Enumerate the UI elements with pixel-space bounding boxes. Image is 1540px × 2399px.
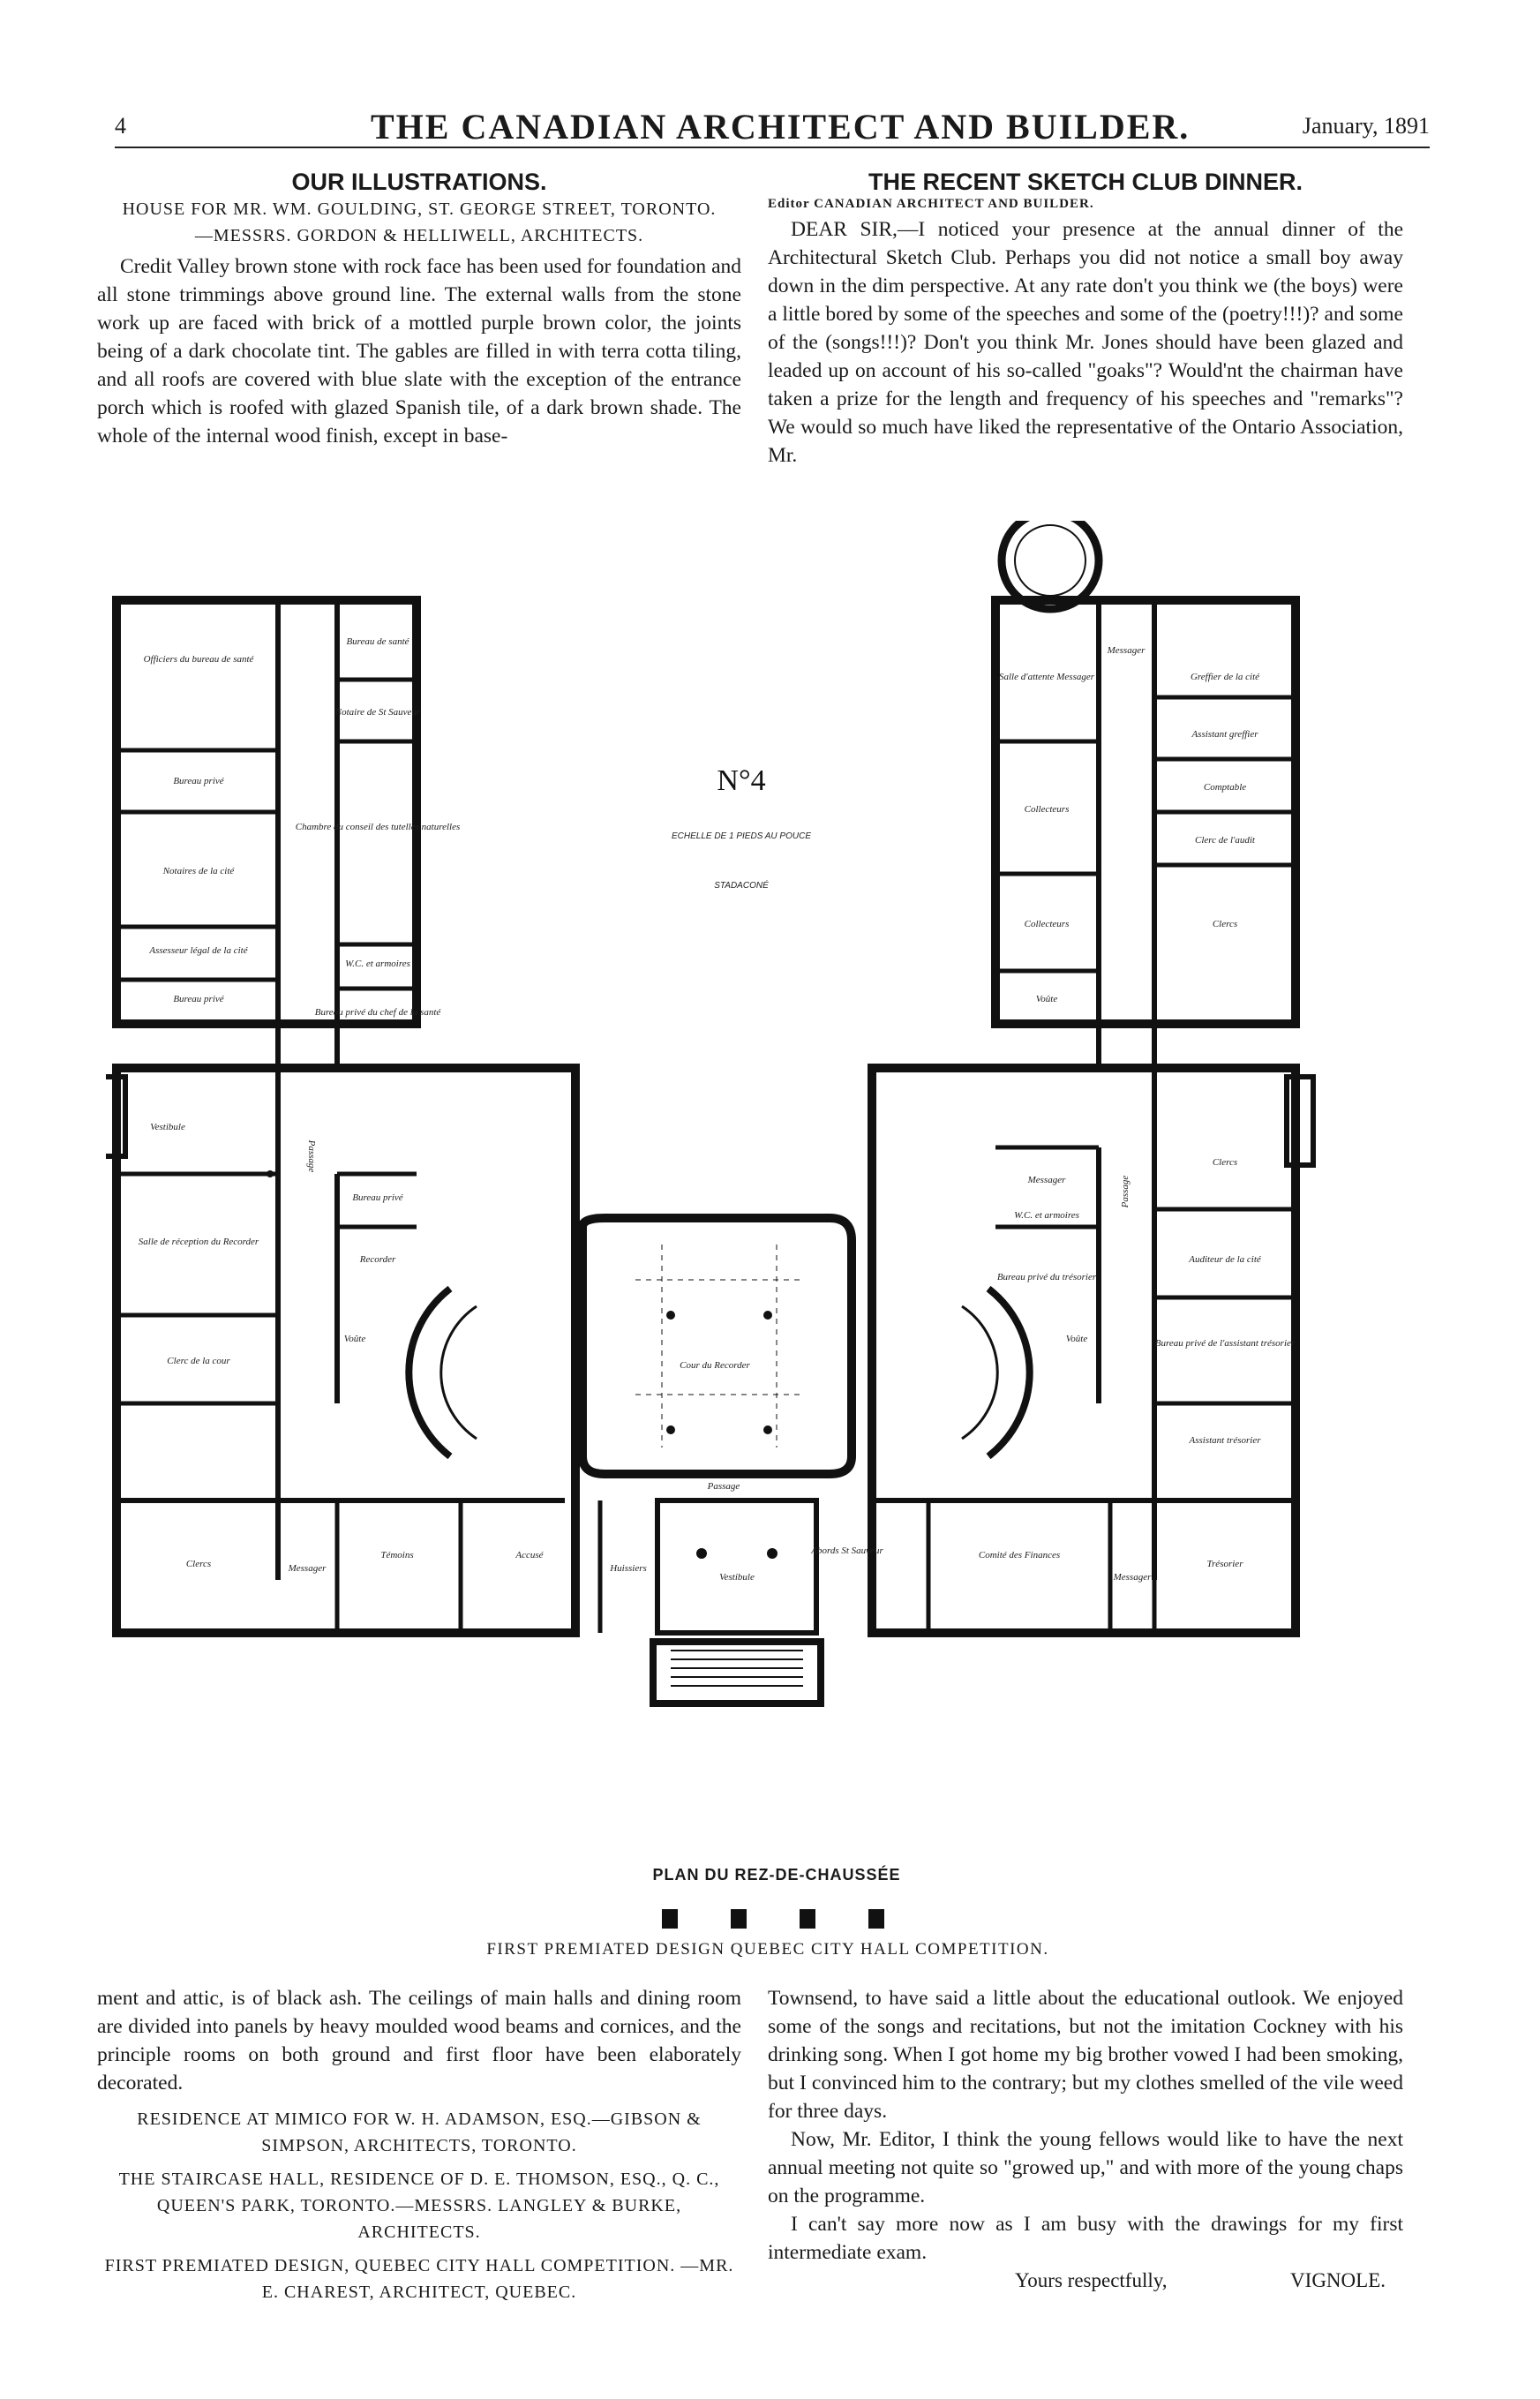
room-label: Bureau privé du trésorier xyxy=(997,1272,1097,1282)
room-label: Vestibule xyxy=(150,1122,185,1132)
section-heading: OUR ILLUSTRATIONS. xyxy=(291,169,547,195)
figure-caption: FIRST PREMIATED DESIGN QUEBEC CITY HALL … xyxy=(486,1940,1049,1959)
room-label: Messager xyxy=(1027,1175,1066,1185)
letter-paragraph: DEAR SIR,—I noticed your presence at the… xyxy=(768,218,1403,467)
room-label: W.C. et armoires xyxy=(345,959,410,969)
room-label: Messager xyxy=(288,1563,327,1574)
room-label: Bureau privé xyxy=(173,776,224,786)
letter-continued: Townsend, to have said a little about th… xyxy=(768,1984,1403,2295)
room-label: Vestibule xyxy=(719,1572,755,1583)
plan-caption: PLAN DU REZ-DE-CHAUSSÉE xyxy=(652,1866,901,1884)
room-label: Clercs xyxy=(1213,1157,1237,1168)
ornament-row xyxy=(662,1909,891,1929)
sketch-club-letter: THE RECENT SKETCH CLUB DINNER. Editor CA… xyxy=(768,168,1403,470)
signature-name: VIGNOLE. xyxy=(1290,2269,1386,2291)
illustration-subhead-architects: —MESSRS. GORDON & HELLIWELL, ARCHITECTS. xyxy=(194,226,644,245)
room-label: Notaire de St Sauveur xyxy=(334,707,421,718)
room-label: Passage xyxy=(707,1481,740,1492)
room-label: Chambre du conseil des tutelles naturell… xyxy=(296,822,460,832)
illustration-item: THE STAIRCASE HALL, RESIDENCE OF D. E. T… xyxy=(118,2170,720,2242)
room-label: Abords St Sauveur xyxy=(810,1545,883,1556)
room-label: Cour du Recorder xyxy=(680,1360,750,1371)
room-label: Auditeur de la cité xyxy=(1188,1254,1262,1265)
room-label: Voûte xyxy=(344,1334,366,1344)
our-illustrations-section: OUR ILLUSTRATIONS. HOUSE FOR MR. WM. GOU… xyxy=(97,168,741,450)
journal-title: THE CANADIAN ARCHITECT AND BUILDER. xyxy=(371,107,1191,147)
room-label: Passage xyxy=(1120,1176,1131,1209)
room-label: Clerc de la cour xyxy=(167,1356,230,1366)
room-label: Assistant trésorier xyxy=(1189,1435,1262,1446)
room-label: Assesseur légal de la cité xyxy=(148,945,248,956)
room-label: Greffier de la cité xyxy=(1191,672,1260,682)
room-label: Témoins xyxy=(380,1550,413,1560)
room-label: Messager xyxy=(1113,1572,1152,1583)
ornament-mark xyxy=(731,1909,747,1929)
room-label: Clerc de l'audit xyxy=(1195,835,1256,846)
letter-signoff: Yours respectfully, VIGNOLE. xyxy=(768,2267,1403,2295)
room-label: Salle de réception du Recorder xyxy=(139,1237,259,1247)
running-header: 4 THE CANADIAN ARCHITECT AND BUILDER. Ja… xyxy=(115,106,1430,148)
letter-paragraph: I can't say more now as I am busy with t… xyxy=(768,2213,1403,2264)
room-label: Bureau privé de l'assistant trésorier xyxy=(1155,1338,1296,1349)
room-label: Comité des Finances xyxy=(979,1550,1060,1560)
room-label: Clercs xyxy=(1213,919,1237,929)
room-label: Officiers du bureau de santé xyxy=(144,654,255,665)
room-label: Comptable xyxy=(1204,782,1246,793)
room-label: Huissiers xyxy=(609,1563,647,1574)
body-paragraph: Credit Valley brown stone with rock face… xyxy=(97,255,741,447)
room-label: Bureau privé du chef de la santé xyxy=(315,1007,442,1018)
plan-scale: ECHELLE DE 1 PIEDS AU POUCE xyxy=(672,831,811,841)
illustration-item: FIRST PREMIATED DESIGN, QUEBEC CITY HALL… xyxy=(104,2256,734,2302)
room-label: Collecteurs xyxy=(1025,804,1070,815)
letter-paragraph: Townsend, to have said a little about th… xyxy=(768,1987,1403,2123)
room-label: Assistant greffier xyxy=(1191,729,1258,740)
room-label: Trésorier xyxy=(1207,1559,1244,1569)
ornament-mark xyxy=(868,1909,884,1929)
room-label: Clercs xyxy=(186,1559,211,1569)
room-label: Accusé xyxy=(515,1550,544,1560)
room-label: Voûte xyxy=(1036,994,1058,1004)
room-label: Voûte xyxy=(1066,1334,1088,1344)
room-label: Notaires de la cité xyxy=(162,866,236,876)
plan-motto: STADACONÉ xyxy=(714,879,769,891)
ornament-mark xyxy=(800,1909,815,1929)
room-label: Recorder xyxy=(359,1254,396,1265)
body-paragraph: ment and attic, is of black ash. The cei… xyxy=(97,1987,741,2094)
plan-number: N°4 xyxy=(717,764,765,797)
floor-plan-drawing: N°4 ECHELLE DE 1 PIEDS AU POUCE STADACON… xyxy=(106,521,1316,1707)
page-number: 4 xyxy=(115,113,126,139)
letter-heading: THE RECENT SKETCH CLUB DINNER. xyxy=(868,169,1303,195)
room-label: Bureau privé xyxy=(352,1192,403,1203)
letter-addressee: Editor CANADIAN ARCHITECT AND BUILDER. xyxy=(768,197,1094,211)
letter-paragraph: Now, Mr. Editor, I think the young fello… xyxy=(768,2128,1403,2207)
illustration-item: RESIDENCE AT MIMICO FOR W. H. ADAMSON, E… xyxy=(137,2109,702,2155)
room-label: W.C. et armoires xyxy=(1014,1210,1079,1221)
illustrations-continued: ment and attic, is of black ash. The cei… xyxy=(97,1984,741,2313)
room-label: Messager xyxy=(1107,645,1146,656)
room-label: Passage xyxy=(306,1139,317,1173)
room-label: Collecteurs xyxy=(1025,919,1070,929)
closing-text: Yours respectfully, xyxy=(1015,2269,1168,2291)
room-label: Salle d'attente Messager xyxy=(999,672,1095,682)
room-label: Bureau privé xyxy=(173,994,224,1004)
ornament-mark xyxy=(662,1909,678,1929)
issue-date: January, 1891 xyxy=(1302,113,1430,139)
room-label: Bureau de santé xyxy=(346,636,409,647)
illustration-subhead: HOUSE FOR MR. WM. GOULDING, ST. GEORGE S… xyxy=(122,199,717,219)
